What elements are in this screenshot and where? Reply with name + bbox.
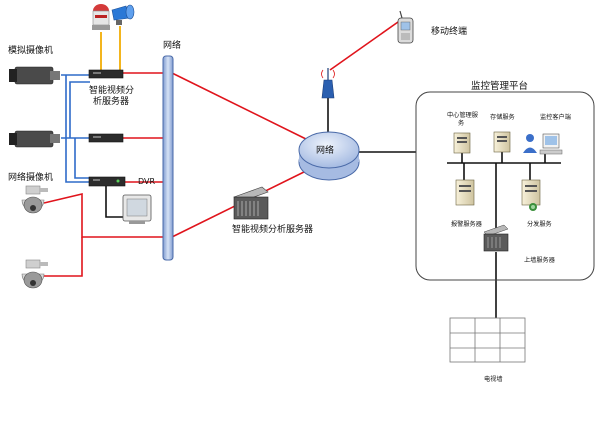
center-service-label-2: 务 — [458, 119, 464, 127]
smart-server-top-label-2: 析服务器 — [93, 95, 129, 107]
analog-to-dvr-1 — [65, 75, 90, 183]
tv-wall-icon — [449, 317, 526, 363]
wall-server-icon — [483, 224, 509, 252]
alarm-server-icon — [455, 179, 475, 206]
smart-server-top-icon — [88, 69, 124, 79]
dist-service-label: 分发服务 — [527, 220, 552, 228]
dome-camera-2-icon — [21, 259, 48, 289]
center-server-icon — [453, 132, 471, 154]
dvr-to-monitor — [105, 186, 124, 218]
wall-server-label: 上墙服务器 — [524, 256, 556, 264]
ipcam1-link — [43, 192, 166, 238]
bar-to-hub-top — [171, 72, 309, 141]
storage-service-label: 存储服务 — [490, 113, 515, 121]
client-workstation-icon — [523, 133, 563, 155]
antenna-to-phone — [329, 21, 399, 71]
network-hub-label: 网络 — [316, 144, 334, 156]
network-camera-label: 网络摄像机 — [8, 171, 53, 183]
network-bar: 网络 — [162, 39, 181, 261]
siren-icon — [111, 4, 135, 25]
black-links — [105, 98, 561, 318]
client-label: 监控客户端 — [540, 113, 571, 121]
red-links — [43, 21, 399, 277]
analog-camera-2-icon — [9, 130, 60, 148]
alarm-light-icon — [92, 4, 110, 30]
ipcam2-link — [44, 237, 83, 277]
mobile-phone-icon — [397, 10, 414, 44]
smart-server-mid-label: 智能视频分析服务器 — [232, 223, 313, 235]
antenna-icon — [321, 68, 335, 99]
storage-server-icon — [493, 131, 511, 153]
platform-title: 监控管理平台 — [471, 80, 528, 92]
platform-box — [415, 91, 595, 281]
mobile-terminal-label: 移动终端 — [431, 25, 467, 37]
analog-to-dvr-2 — [74, 138, 90, 179]
smart-server-top-label-1: 智能视频分 — [89, 84, 134, 96]
tv-wall-label: 电视墙 — [484, 375, 503, 383]
monitor-icon — [122, 194, 152, 224]
analog-to-server-vertical — [69, 81, 90, 138]
analog-camera-label: 模拟摄像机 — [8, 44, 53, 56]
encoder-icon — [88, 133, 124, 143]
dist-server-icon — [521, 179, 541, 211]
alarm-server-label: 报警服务器 — [451, 220, 483, 228]
yellow-links — [100, 26, 121, 75]
dvr-icon — [88, 176, 126, 187]
smart-server-mid-icon — [233, 186, 269, 220]
analog-camera-1-icon — [9, 66, 60, 85]
blue-links — [61, 74, 90, 183]
network-hub-icon: 网络 — [298, 131, 360, 181]
dome-camera-1-icon — [21, 185, 48, 214]
network-bar-label: 网络 — [163, 39, 181, 51]
center-service-label-1: 中心管理服 — [447, 111, 478, 119]
dvr-label: DVR — [138, 177, 155, 186]
